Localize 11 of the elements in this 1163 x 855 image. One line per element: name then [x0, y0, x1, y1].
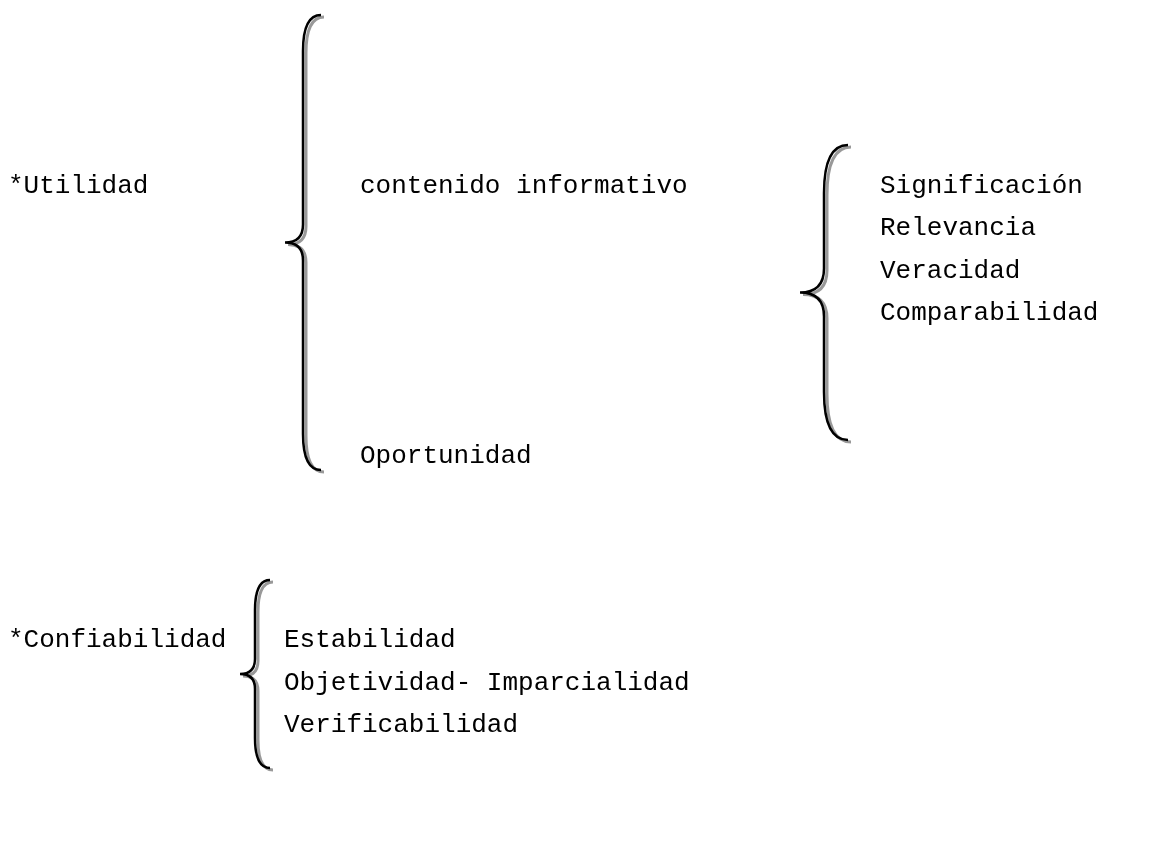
list-item-text: Estabilidad: [284, 624, 456, 657]
list-item-text: *Confiabilidad: [8, 624, 227, 657]
list-item-text: Comparabilidad: [880, 297, 1099, 330]
list-item-text: Objetividad- Imparcialidad: [284, 667, 690, 700]
list-item-text: Significación: [880, 170, 1083, 203]
list-item-text: contenido informativo: [360, 170, 688, 203]
list-item-text: Verificabilidad: [284, 709, 519, 742]
list-item-text: Veracidad: [880, 255, 1021, 288]
list-item-text: *Utilidad: [8, 170, 149, 203]
list-item-text: Relevancia: [880, 212, 1037, 245]
list-item-text: Oportunidad: [360, 440, 532, 473]
